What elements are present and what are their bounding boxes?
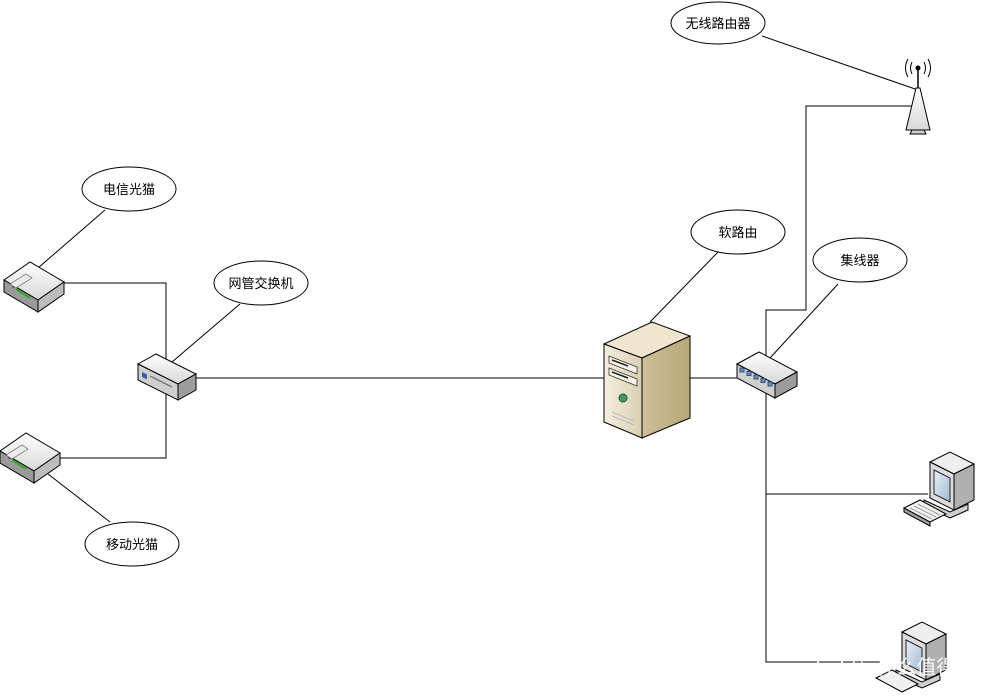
label-managed-switch: 网管交换机 xyxy=(213,260,309,306)
svg-text:移动光猫: 移动光猫 xyxy=(106,538,158,553)
svg-text:软路由: 软路由 xyxy=(718,225,757,241)
link-mobile-switch xyxy=(55,390,167,459)
computer-icon xyxy=(874,621,948,693)
svg-text:集线器: 集线器 xyxy=(840,253,879,269)
callout-mobile xyxy=(47,473,111,523)
callout-router xyxy=(649,251,719,323)
label-mobile-modem: 移动光猫 xyxy=(84,521,180,567)
svg-text:值 什么值得买: 值 什么值得买 xyxy=(850,655,976,679)
callout-switch xyxy=(171,303,241,363)
modem-icon xyxy=(0,432,61,484)
modem-icon xyxy=(3,261,65,313)
label-soft-router: 软路由 xyxy=(690,209,786,255)
link-hub-wireless xyxy=(765,105,916,365)
callout-telecom xyxy=(37,209,106,269)
svg-text:无线路由器: 无线路由器 xyxy=(685,16,750,32)
watermark: 值 什么值得买 xyxy=(816,653,976,681)
label-telecom-modem: 电信光猫 xyxy=(81,166,177,212)
svg-text:网管交换机: 网管交换机 xyxy=(228,276,293,292)
callout-wireless xyxy=(761,35,919,91)
svg-text:电信光猫: 电信光猫 xyxy=(103,183,155,198)
hub-icon xyxy=(735,351,799,399)
link-telecom-switch xyxy=(60,282,167,364)
antenna-icon xyxy=(905,58,931,135)
computer-icon xyxy=(902,451,976,527)
connection-lines xyxy=(37,35,928,663)
watermark-badge-icon xyxy=(816,653,844,681)
label-hub: 集线器 xyxy=(812,237,908,283)
callout-hub xyxy=(769,283,839,359)
switch-icon xyxy=(136,353,198,401)
link-hub-computers xyxy=(765,392,880,663)
server-tower-icon xyxy=(602,321,692,439)
label-wireless-router: 无线路由器 xyxy=(670,1,766,45)
